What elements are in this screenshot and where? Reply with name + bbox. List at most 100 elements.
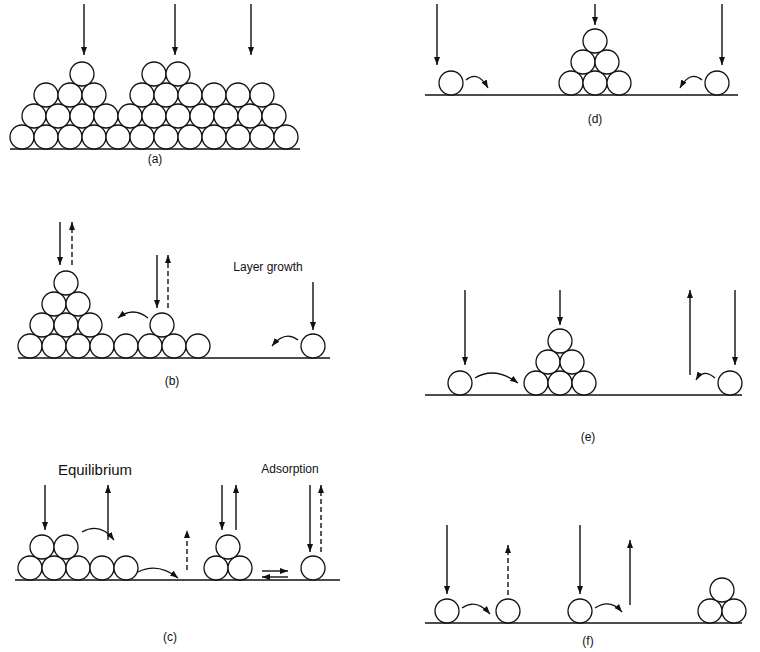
atom-circle [202,83,226,107]
atom-circle [130,125,154,149]
flux-arrow [559,290,560,325]
atom-circle [166,62,190,86]
atom-circle [46,104,70,128]
atom-circle [607,71,631,95]
atom-circle [238,104,262,128]
atom-circle [54,271,78,295]
atom-circle [66,556,90,580]
flux-arrow [721,4,722,65]
migration-arrow [272,336,298,346]
flux-arrow [594,4,595,25]
atom-circle [54,313,78,337]
flux-arrow [262,570,288,571]
flux-arrow [436,4,437,65]
atom-circle [10,125,34,149]
substrate-lines [10,95,742,623]
atom-circle [22,104,46,128]
panel-label: (b) [163,375,182,388]
atom-circle [34,125,58,149]
migration-arrow [82,528,114,540]
atom-circle [30,313,54,337]
flux-arrow [83,4,84,55]
flux-arrow [629,540,630,605]
panel-label: (a) [146,153,165,166]
migration-arrow [466,76,488,88]
atom-circle [228,556,252,580]
flux-arrow [59,222,60,265]
substrate-line [425,94,738,96]
atom-circle [214,104,238,128]
atom-circle [698,599,722,623]
annotation-label: Layer growth [231,261,304,274]
flux-arrow [464,290,465,365]
atom-circle [142,62,166,86]
atom-circle [66,334,90,358]
flux-arrow [250,4,251,55]
migration-arrow [595,604,622,612]
atom-circle [154,125,178,149]
atom-circle [571,50,595,74]
atom-circle [559,71,583,95]
atom-circle [226,125,250,149]
atom-circle [54,535,78,559]
panel-label: (f) [580,635,595,648]
atom-circle [262,104,286,128]
flux-arrows [45,4,735,605]
atom-circle [583,29,607,53]
atom-circle [82,125,106,149]
atom-circle [130,83,154,107]
annotation-label: Equilibrium [56,462,134,479]
flux-arrow [689,290,690,375]
flux-arrow [734,290,735,365]
flux-arrow [579,525,580,594]
flux-arrow [174,4,175,55]
atom-circle [142,104,166,128]
atom-circle [150,313,174,337]
atom-circle [435,599,459,623]
atom-circle [583,71,607,95]
flux-arrow [71,222,72,265]
atom-circle [94,104,118,128]
atom-circle [178,125,202,149]
atom-circle [204,556,228,580]
atom-circle [448,371,472,395]
atom-circle [274,125,298,149]
flux-arrow [446,525,447,594]
atom-circle [166,104,190,128]
panel-label: (c) [161,631,179,644]
atom-circle [42,334,66,358]
flux-arrow [167,255,168,308]
atom-circle [66,292,90,316]
atom-circle [524,371,548,395]
flux-arrow [309,485,310,552]
atom-circle [58,83,82,107]
migration-arrow [680,76,702,88]
atom-circle [572,371,596,395]
atom-circle [722,599,746,623]
panel-label: (e) [579,431,598,444]
atom-circle [216,535,240,559]
atom-circle [536,350,560,374]
migration-arrow [475,373,518,383]
atom-circle [34,83,58,107]
atom-circle [138,334,162,358]
flux-arrow [320,485,321,552]
atom-circle [226,83,250,107]
atom-circle [114,334,138,358]
flux-arrow [235,485,236,530]
atom-circle [250,83,274,107]
atom-circle [301,334,325,358]
annotation-label: Adsorption [259,463,320,476]
atom-circle [42,292,66,316]
atom-circle [548,329,572,353]
migration-arrow [138,568,178,578]
atom-circle [705,71,729,95]
atoms [10,29,746,623]
atom-circle [30,535,54,559]
flux-arrow [507,545,508,595]
atom-circle [118,104,142,128]
atom-circle [78,313,102,337]
atom-circle [560,350,584,374]
atom-circle [18,334,42,358]
flux-arrow [44,485,45,530]
